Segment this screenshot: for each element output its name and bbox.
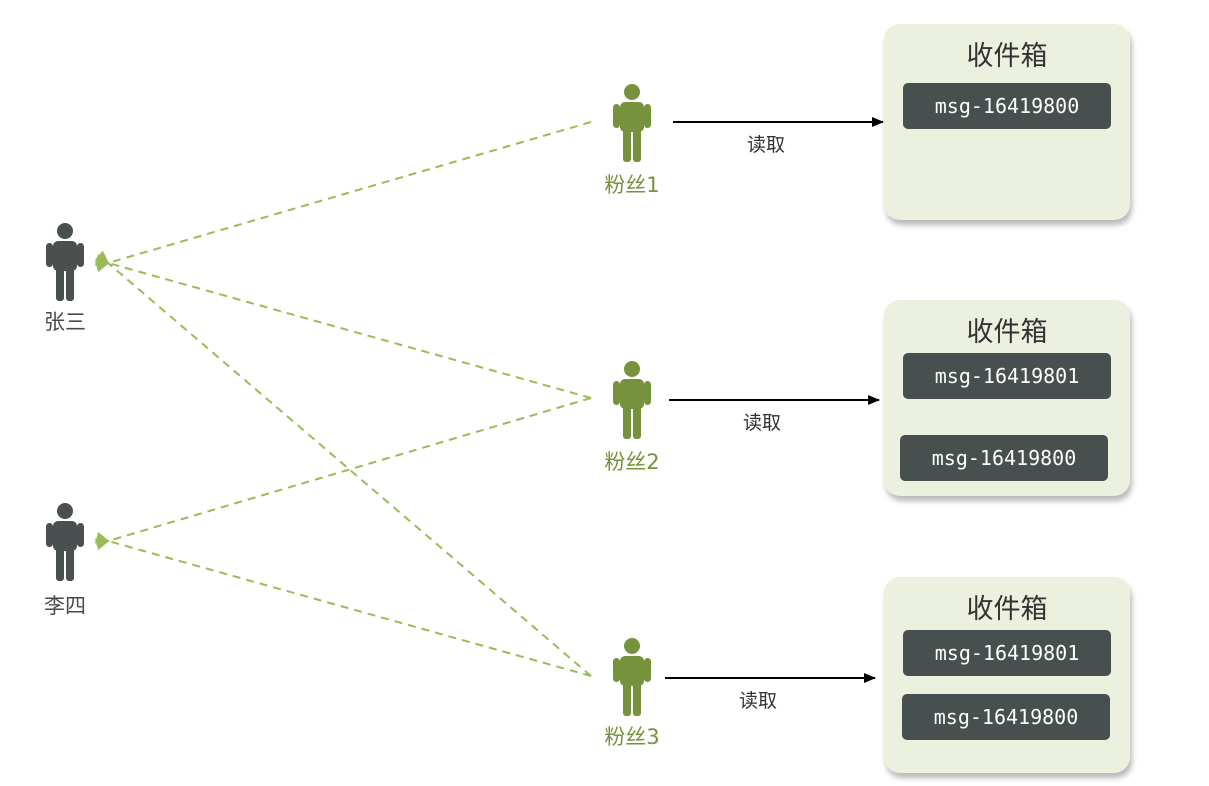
read-label-3: 读取 <box>738 690 777 712</box>
person-icon <box>613 361 651 439</box>
follow-line-3-zhangsan <box>94 250 592 677</box>
inbox-1: 收件箱 msg-16419800 <box>884 24 1130 220</box>
inbox-3: 收件箱 msg-16419801 msg-16419800 <box>884 577 1130 773</box>
publisher-name: 李四 <box>44 594 86 618</box>
follow-line-2-lisi <box>94 397 592 551</box>
follower-name: 粉丝3 <box>604 725 660 749</box>
person-icon <box>613 84 651 162</box>
follower-name: 粉丝2 <box>604 450 660 474</box>
message-item: msg-16419800 <box>903 83 1111 129</box>
follower-1: 粉丝1 <box>602 83 662 197</box>
message-item: msg-16419801 <box>903 630 1111 676</box>
person-icon <box>613 638 651 716</box>
read-label-2: 读取 <box>742 412 781 434</box>
publisher-lisi: 李四 <box>35 502 95 618</box>
message-item: msg-16419800 <box>900 435 1108 481</box>
inbox-title: 收件箱 <box>966 41 1048 72</box>
publisher-name: 张三 <box>44 310 86 334</box>
inbox-2: 收件箱 msg-16419801 msg-16419800 <box>884 300 1130 496</box>
person-icon <box>46 503 84 581</box>
publisher-zhangsan: 张三 <box>35 222 95 334</box>
inbox-title: 收件箱 <box>966 317 1048 348</box>
follower-name: 粉丝1 <box>604 173 660 197</box>
person-icon <box>46 223 84 301</box>
inbox-title: 收件箱 <box>966 594 1048 625</box>
follow-line-1-zhangsan <box>94 121 592 273</box>
follower-2: 粉丝2 <box>602 360 662 474</box>
follow-line-2-zhangsan <box>94 253 592 399</box>
message-item: msg-16419801 <box>903 353 1111 399</box>
read-label-1: 读取 <box>746 134 785 156</box>
message-item: msg-16419800 <box>902 694 1110 740</box>
follow-line-3-lisi <box>94 531 592 677</box>
follower-3: 粉丝3 <box>602 637 662 749</box>
